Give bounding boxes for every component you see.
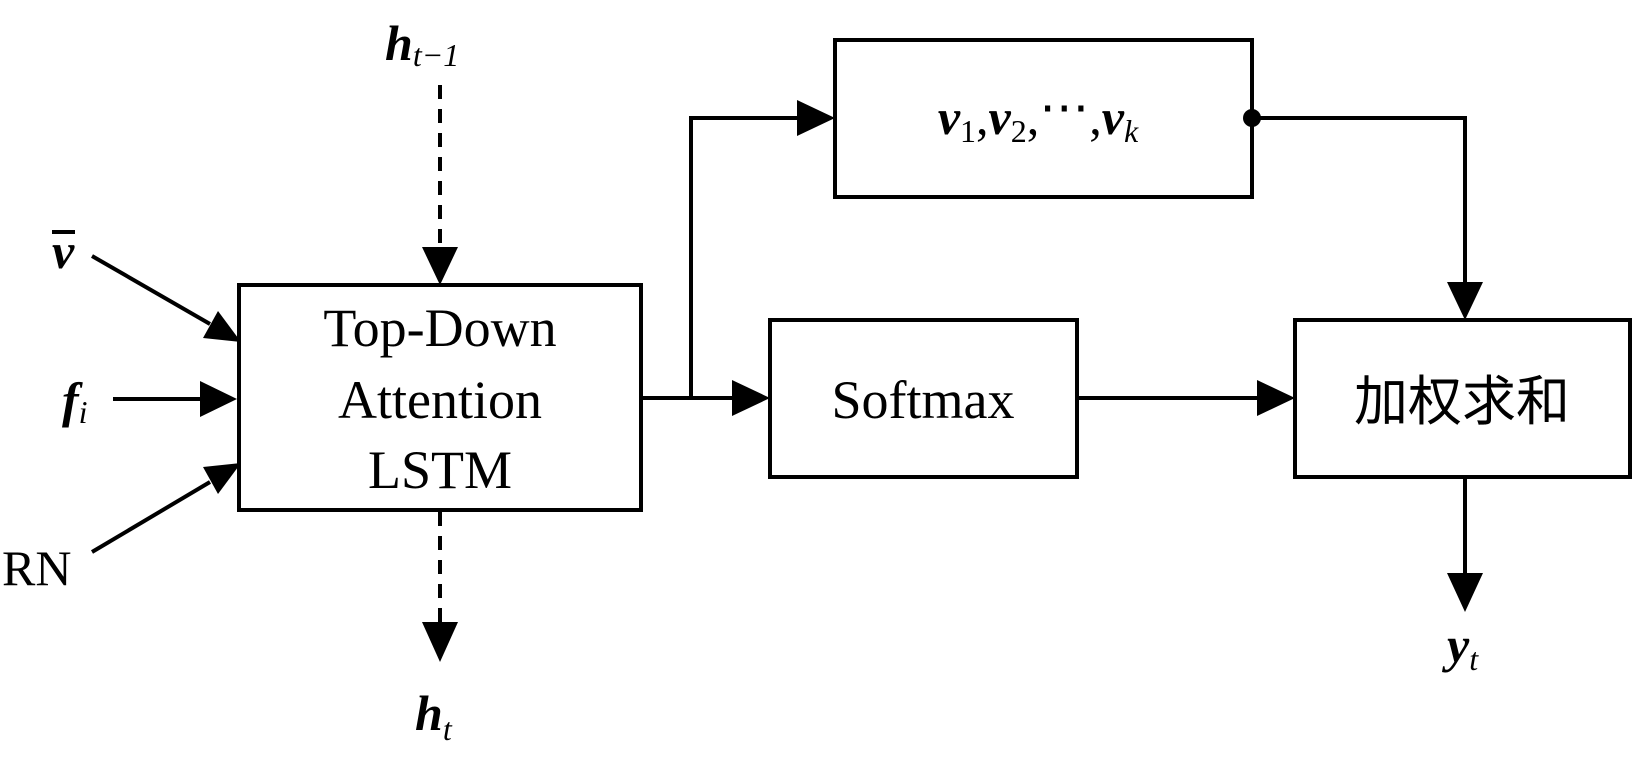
feature-v1-sub: 1 [960, 113, 976, 149]
h-t-sub: t [443, 711, 453, 747]
lstm-block: Top-Down Attention LSTM [237, 283, 643, 512]
feature-ellipsis: ⋯ [1039, 79, 1089, 135]
h-prev-sub: t−1 [413, 37, 459, 73]
weighted-sum-block: 加权求和 [1293, 318, 1632, 479]
h-t-label: ht [415, 685, 453, 747]
feature-vk-symbol: v [1102, 89, 1125, 145]
f-i-arrow [113, 381, 237, 417]
features-block: v1,v2,⋯,vk [833, 38, 1254, 199]
lstm-to-softmax-arrow [641, 380, 770, 416]
feature-sep-2: , [1027, 89, 1040, 145]
v-bar-label: v [52, 223, 75, 279]
y-t-symbol: y [1442, 617, 1470, 673]
softmax-to-sum-arrow [1077, 380, 1295, 416]
y-t-label: yt [1442, 617, 1479, 677]
sum-to-output-arrow [1447, 477, 1483, 612]
h-prev-symbol: h [385, 15, 413, 71]
v-bar-arrow [91, 254, 241, 342]
f-i-label: fi [62, 372, 88, 430]
f-i-symbol: f [62, 372, 83, 428]
f-i-sub: i [79, 394, 88, 430]
lstm-to-features-arrow [689, 100, 835, 398]
feature-sep-1: , [976, 89, 989, 145]
feature-v2-sub: 2 [1011, 113, 1027, 149]
h-t-arrow [422, 512, 458, 662]
h-prev-arrow [422, 85, 458, 285]
lstm-label-line3: LSTM [368, 440, 512, 500]
feature-v1-symbol: v [938, 89, 961, 145]
h-prev-label: ht−1 [385, 15, 459, 73]
feature-sep-3: , [1089, 89, 1102, 145]
features-to-sum-arrow [1243, 109, 1483, 320]
rn-arrow [90, 463, 241, 554]
feature-v2-symbol: v [989, 89, 1012, 145]
weighted-sum-label: 加权求和 [1354, 372, 1570, 432]
lstm-label-line1: Top-Down [323, 298, 556, 358]
rn-label: RN [2, 540, 71, 596]
feature-vk-sub: k [1124, 113, 1139, 149]
h-t-symbol: h [415, 685, 443, 741]
softmax-label: Softmax [832, 370, 1015, 430]
y-t-sub: t [1469, 641, 1479, 677]
lstm-label-line2: Attention [338, 370, 542, 430]
features-label: v1,v2,⋯,vk [938, 79, 1139, 149]
softmax-block: Softmax [768, 318, 1079, 479]
v-bar-symbol: v [52, 223, 75, 279]
